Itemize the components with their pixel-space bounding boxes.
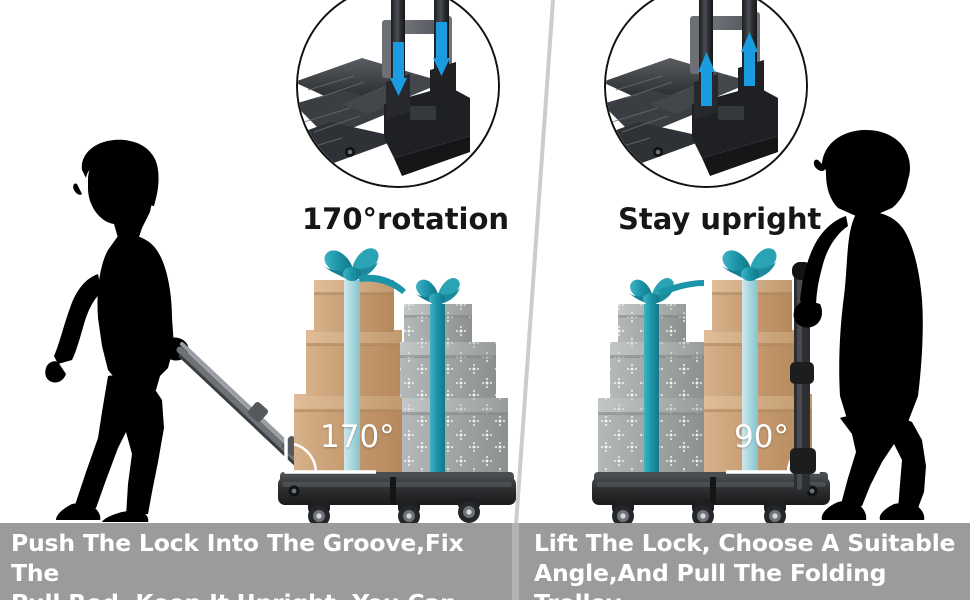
headline-left: 170°rotation [302,202,510,236]
trolley-right [592,248,830,524]
trolley-platform-left [278,472,516,524]
arrow-up-left [698,52,715,106]
ribbon-teal-vertical [644,304,659,476]
caption-right-line1-text: Lift The Lock, Choose A Suitable [534,529,956,557]
arrow-down-right [433,22,450,76]
caption-left-text: Push The Lock Into The Groove,Fix The Pu… [11,528,511,600]
inset-circle-left [296,0,500,188]
trolley-platform-right [592,472,830,524]
trolley-left [278,248,516,524]
caster-wheels [612,502,786,524]
caption-left-line1-text: Push The Lock Into The Groove,Fix The [11,529,464,587]
caption-right-line2-text: Angle,And Pull The Folding Trolley [534,559,887,600]
bow-teal-left [628,277,704,305]
lock-lift-up-illustration [606,0,806,186]
silver-box-stack [400,304,508,476]
angle-arc-170 [284,434,376,474]
caption-left-line2-text: Pull Rod, Keep It Upright, You Can Push [11,588,511,600]
angle-label-right: 90° [734,419,789,455]
ribbon-light-vertical [344,280,360,476]
kraft-box-stack [704,280,812,476]
caption-bar-divider [512,523,519,600]
bow-teal-left [324,248,406,294]
lock-push-down-illustration [298,0,498,186]
arrow-down-left [390,42,407,96]
angle-label-left: 170° [320,419,395,455]
caption-right-text: Lift The Lock, Choose A Suitable Angle,A… [534,528,964,600]
inset-circle-right [604,0,808,188]
caption-bar [0,523,970,600]
arrow-up-right [741,32,758,86]
silhouette-woman-pulling [45,139,322,522]
ribbon-teal-vertical [430,304,445,476]
bow-teal-right [414,277,460,305]
bow-teal-right [722,248,777,281]
ribbon-light-vertical [742,280,758,476]
hand-on-upright-handle [793,300,822,328]
silhouette-woman-upright [793,130,926,520]
headline-right: Stay upright [618,202,822,236]
caster-wheels [308,498,480,524]
